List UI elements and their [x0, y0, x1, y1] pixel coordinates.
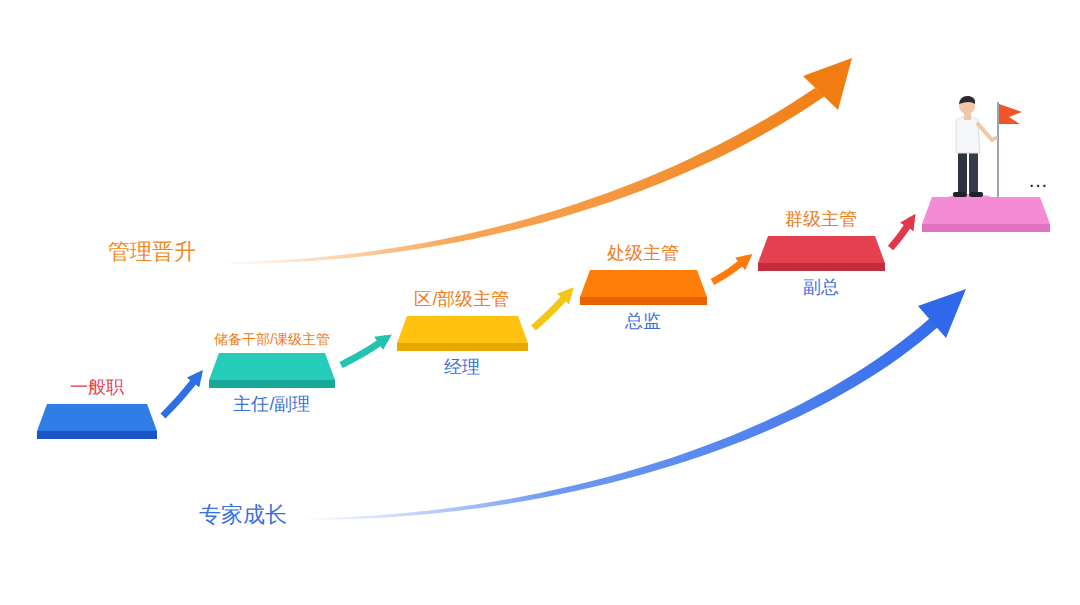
step-platform	[922, 197, 1050, 232]
management-title: 一般职	[68, 375, 126, 401]
person-figure	[948, 96, 1022, 202]
expert-title: 副总	[801, 275, 841, 301]
platform-top	[397, 316, 528, 343]
step-platform	[397, 316, 528, 351]
top-text-area: 一般职	[37, 375, 157, 404]
career-step: 储备干部/课级主管主任/副理	[209, 329, 335, 417]
platform-top	[922, 197, 1050, 224]
career-step: 一般职	[37, 375, 157, 443]
management-title: 群级主管	[783, 207, 859, 233]
bottom-text-area: 总监	[623, 305, 663, 335]
management-title: 处级主管	[605, 241, 681, 267]
step-platform	[37, 404, 157, 439]
platform-front	[37, 431, 157, 439]
platform-front	[922, 224, 1050, 232]
expert-title: 主任/副理	[231, 392, 312, 418]
bottom-text-area: 经理	[442, 351, 482, 381]
platform-top	[580, 270, 707, 297]
top-text-area: …	[922, 166, 1050, 197]
platform-top	[37, 404, 157, 431]
bottom-text-area: 主任/副理	[231, 388, 312, 418]
platform-front	[758, 263, 885, 271]
step-arrow	[534, 292, 570, 328]
career-step: 处级主管总监	[580, 241, 707, 334]
platform-front	[397, 343, 528, 351]
platform-top	[209, 353, 335, 380]
top-text-area: 储备干部/课级主管	[209, 329, 335, 353]
platform-top	[758, 236, 885, 263]
bottom-text-area: 副总	[801, 271, 841, 301]
step-arrow	[891, 219, 913, 248]
track-label: 专家成长	[199, 502, 287, 528]
step-arrow	[163, 375, 199, 416]
step-arrow	[713, 258, 748, 282]
top-text-area: 处级主管	[580, 241, 707, 270]
career-step: 群级主管副总	[758, 207, 885, 300]
expert-trend-arrow	[300, 289, 966, 520]
management-title: …	[1026, 166, 1050, 194]
platform-front	[209, 380, 335, 388]
step-platform	[758, 236, 885, 271]
step-arrow	[341, 338, 387, 365]
career-step: 区/部级主管经理	[397, 287, 528, 380]
step-platform	[580, 270, 707, 305]
track-label: 管理晋升	[108, 239, 196, 265]
management-title: 储备干部/课级主管	[212, 329, 332, 350]
top-text-area: 区/部级主管	[397, 287, 528, 316]
career-step: …	[922, 166, 1050, 236]
expert-title: 经理	[442, 355, 482, 381]
step-platform	[209, 353, 335, 388]
top-text-area: 群级主管	[758, 207, 885, 236]
expert-title: 总监	[623, 309, 663, 335]
platform-front	[580, 297, 707, 305]
management-title: 区/部级主管	[412, 287, 511, 313]
management-trend-arrow	[215, 58, 852, 264]
